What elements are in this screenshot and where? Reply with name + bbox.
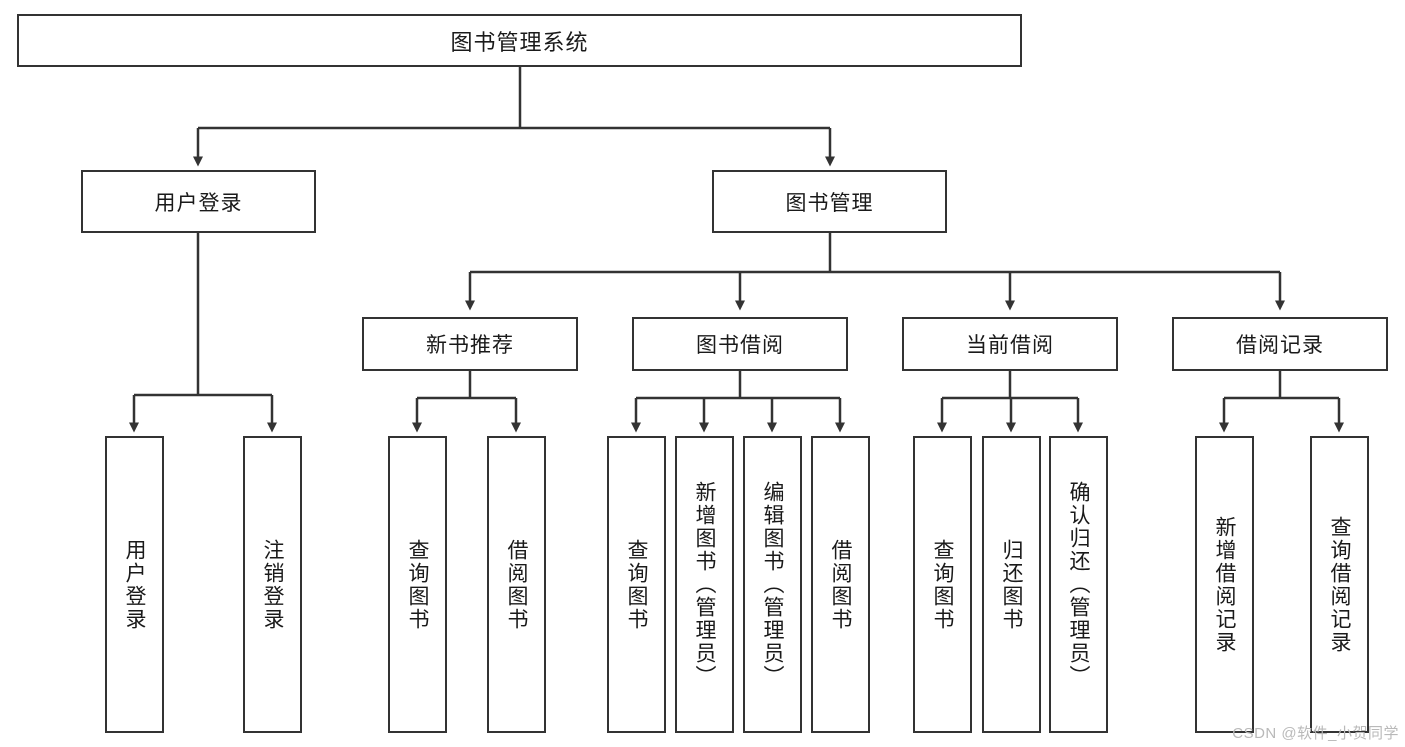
leaf-book-borrow-borrow-book[interactable]: 借阅图书 bbox=[811, 436, 870, 733]
leaf-new-book-query-book[interactable]: 查询图书 bbox=[388, 436, 447, 733]
node-label: 查询图书 bbox=[625, 538, 648, 631]
node-label: 注销登录 bbox=[261, 538, 284, 631]
leaf-book-borrow-edit-book-admin[interactable]: 编辑图书（管理员） bbox=[743, 436, 802, 733]
leaf-book-borrow-query-book[interactable]: 查询图书 bbox=[607, 436, 666, 733]
node-borrow-record[interactable]: 借阅记录 bbox=[1172, 317, 1388, 371]
node-label: 归还图书 bbox=[1000, 538, 1023, 631]
leaf-new-book-borrow-book[interactable]: 借阅图书 bbox=[487, 436, 546, 733]
node-book-borrow[interactable]: 图书借阅 bbox=[632, 317, 848, 371]
leaf-book-borrow-add-book-admin[interactable]: 新增图书（管理员） bbox=[675, 436, 734, 733]
node-label: 图书管理系统 bbox=[450, 29, 589, 55]
node-current-borrow[interactable]: 当前借阅 bbox=[902, 317, 1118, 371]
leaf-current-borrow-confirm-return-admin[interactable]: 确认归还（管理员） bbox=[1049, 436, 1108, 733]
node-label: 借阅图书 bbox=[829, 538, 852, 631]
node-label: 查询图书 bbox=[406, 538, 429, 631]
node-label: 借阅图书 bbox=[505, 538, 528, 631]
node-label: 新增图书（管理员） bbox=[693, 481, 716, 688]
node-label: 确认归还（管理员） bbox=[1067, 481, 1090, 688]
node-label: 查询借阅记录 bbox=[1328, 515, 1351, 654]
node-label: 当前借阅 bbox=[966, 334, 1054, 357]
node-label: 新书推荐 bbox=[426, 334, 514, 357]
leaf-current-borrow-return-book[interactable]: 归还图书 bbox=[982, 436, 1041, 733]
node-label: 编辑图书（管理员） bbox=[761, 481, 784, 688]
leaf-user-login-login[interactable]: 用户登录 bbox=[105, 436, 164, 733]
node-label: 用户登录 bbox=[154, 191, 243, 215]
leaf-current-borrow-query-book[interactable]: 查询图书 bbox=[913, 436, 972, 733]
node-book-management[interactable]: 图书管理 bbox=[712, 170, 947, 233]
node-label: 新增借阅记录 bbox=[1213, 515, 1236, 654]
leaf-borrow-record-query-record[interactable]: 查询借阅记录 bbox=[1310, 436, 1369, 733]
node-new-book-recommend[interactable]: 新书推荐 bbox=[362, 317, 578, 371]
node-label: 图书管理 bbox=[785, 191, 874, 215]
node-label: 图书借阅 bbox=[696, 334, 784, 357]
node-user-login[interactable]: 用户登录 bbox=[81, 170, 316, 233]
node-label: 用户登录 bbox=[123, 538, 146, 631]
node-label: 借阅记录 bbox=[1236, 334, 1324, 357]
node-root-book-management-system[interactable]: 图书管理系统 bbox=[17, 14, 1022, 67]
leaf-user-login-logout[interactable]: 注销登录 bbox=[243, 436, 302, 733]
leaf-borrow-record-add-record[interactable]: 新增借阅记录 bbox=[1195, 436, 1254, 733]
node-label: 查询图书 bbox=[931, 538, 954, 631]
